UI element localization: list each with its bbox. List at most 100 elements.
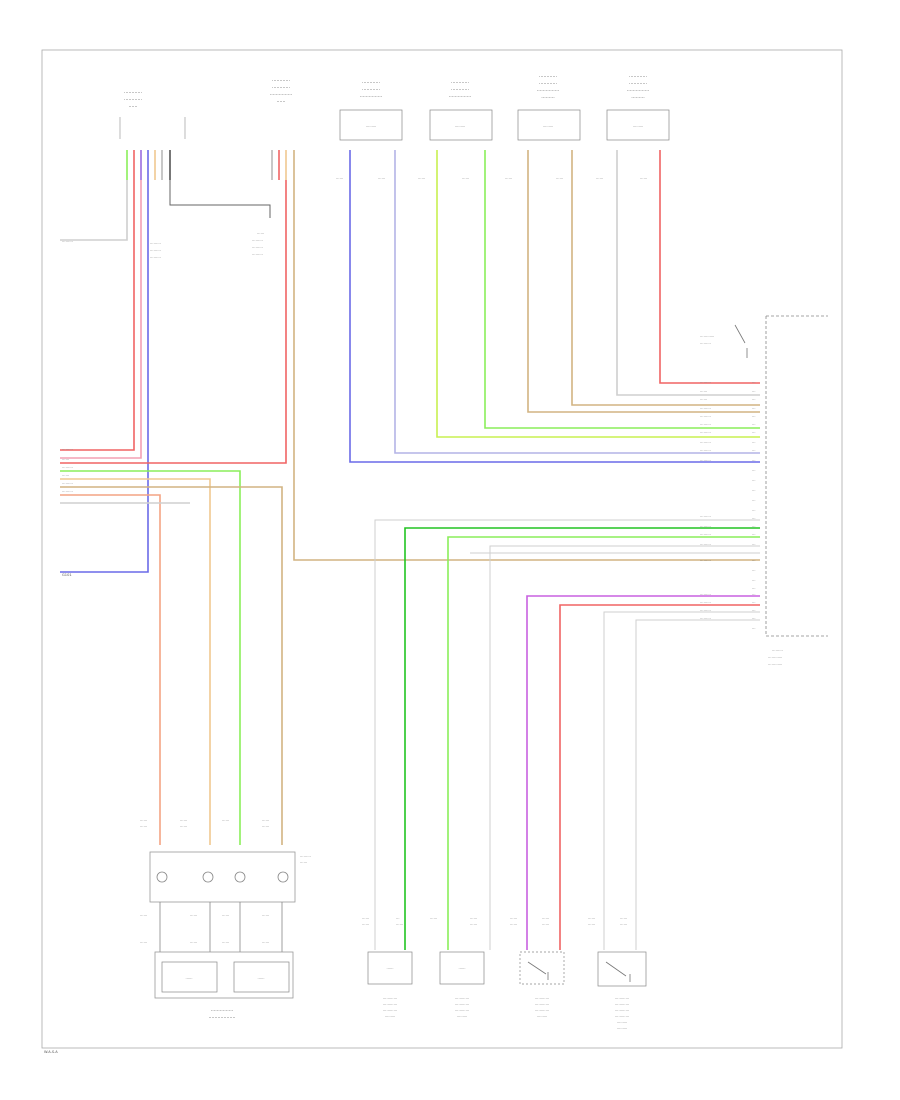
- svg-text:⋯⋯⋯⋯: ⋯⋯⋯⋯: [615, 1009, 630, 1013]
- svg-text:⋯⋯: ⋯⋯: [700, 398, 708, 402]
- svg-text:⋯⋯: ⋯⋯: [180, 825, 188, 829]
- svg-text:⋯⋯⋯⋯: ⋯⋯⋯⋯: [615, 1003, 630, 1007]
- svg-text:⋯⋯⋯⋯⋯: ⋯⋯⋯⋯⋯: [360, 95, 383, 100]
- svg-text:⋯: ⋯: [752, 449, 756, 453]
- svg-text:⋯⋯⋯: ⋯⋯⋯: [457, 1015, 468, 1019]
- svg-text:⋯⋯: ⋯⋯: [185, 977, 193, 981]
- svg-text:⋯⋯: ⋯⋯: [505, 177, 513, 181]
- sensor-top-3: ⋯⋯⋯⋯ ⋯⋯⋯⋯ ⋯⋯⋯⋯⋯ ⋯⋯⋯: [339, 81, 403, 141]
- sensor-top-5: ⋯⋯⋯⋯ ⋯⋯⋯⋯ ⋯⋯⋯⋯⋯ ⋯⋯⋯ ⋯⋯⋯: [517, 75, 581, 141]
- svg-text:⋯: ⋯: [752, 593, 756, 597]
- svg-text:⋯⋯⋯: ⋯⋯⋯: [541, 96, 555, 101]
- svg-text:⋯: ⋯: [752, 609, 756, 613]
- svg-text:⋯⋯: ⋯⋯: [430, 917, 438, 921]
- svg-text:⋯⋯⋯⋯⋯: ⋯⋯⋯⋯⋯: [627, 89, 650, 94]
- svg-text:⋯⋯⋯⋯: ⋯⋯⋯⋯: [272, 79, 290, 84]
- svg-text:⋯: ⋯: [752, 407, 756, 411]
- svg-text:⋯⋯⋯: ⋯⋯⋯: [700, 525, 711, 529]
- svg-text:⋯⋯⋯: ⋯⋯⋯: [62, 490, 73, 494]
- svg-text:⋯: ⋯: [752, 398, 756, 402]
- svg-text:⋯⋯⋯⋯: ⋯⋯⋯⋯: [272, 86, 290, 91]
- svg-text:⋯⋯: ⋯⋯: [222, 941, 230, 945]
- svg-text:⋯⋯⋯⋯: ⋯⋯⋯⋯: [455, 1003, 470, 1007]
- bottom-switch-1: ⋯⋯⋯⋯ ⋯⋯⋯⋯ ⋯⋯⋯⋯⋯⋯⋯⋯ ⋯⋯⋯⋯⋯⋯⋯: [510, 917, 565, 1019]
- svg-text:⋯⋯⋯: ⋯⋯⋯: [772, 649, 783, 653]
- svg-text:⋯⋯: ⋯⋯: [257, 977, 265, 981]
- svg-text:⋯⋯: ⋯⋯: [542, 923, 550, 927]
- svg-text:⋯⋯⋯: ⋯⋯⋯: [700, 533, 711, 537]
- svg-text:⋯⋯⋯: ⋯⋯⋯: [150, 256, 161, 260]
- svg-text:⋯⋯⋯: ⋯⋯⋯: [700, 515, 711, 519]
- svg-text:⋯⋯: ⋯⋯: [588, 923, 596, 927]
- svg-text:⋯⋯: ⋯⋯: [336, 177, 344, 181]
- pretensioner-assembly: ⋯⋯⋯⋯ ⋯⋯⋯⋯ ⋯⋯ ⋯⋯⋯⋯ ⋯⋯⋯⋯⋯ ⋯⋯⋯⋯ ⋯⋯⋯⋯ ⋯⋯⋯⋯ ⋯…: [140, 819, 311, 1021]
- svg-text:⋯⋯: ⋯⋯: [556, 177, 564, 181]
- svg-text:⋯: ⋯: [752, 459, 756, 463]
- svg-text:⋯⋯: ⋯⋯: [140, 825, 148, 829]
- svg-text:⋯⋯: ⋯⋯: [129, 105, 138, 110]
- svg-text:⋯: ⋯: [752, 543, 756, 547]
- svg-text:⋯: ⋯: [752, 559, 756, 563]
- svg-text:⋯⋯: ⋯⋯: [542, 917, 550, 921]
- svg-text:⋯⋯: ⋯⋯: [458, 967, 466, 971]
- svg-text:⋯: ⋯: [752, 441, 756, 445]
- svg-text:⋯: ⋯: [396, 917, 400, 921]
- svg-text:⋯⋯⋯⋯: ⋯⋯⋯⋯: [535, 1003, 550, 1007]
- svg-text:⋯: ⋯: [752, 423, 756, 427]
- svg-text:⋯⋯⋯⋯⋯: ⋯⋯⋯⋯⋯: [211, 1009, 234, 1014]
- svg-text:⋯: ⋯: [752, 587, 756, 591]
- bottom-sensor-2: ⋯⋯⋯⋯ ⋯⋯ ⋯⋯ ⋯⋯⋯⋯⋯⋯⋯⋯ ⋯⋯⋯⋯⋯⋯⋯: [430, 917, 485, 1019]
- svg-text:⋯⋯⋯⋯: ⋯⋯⋯⋯: [383, 1003, 398, 1007]
- svg-text:⋯⋯⋯⋯: ⋯⋯⋯⋯: [615, 1015, 630, 1019]
- svg-text:⋯⋯⋯⋯: ⋯⋯⋯⋯: [451, 88, 469, 93]
- svg-text:⋯⋯: ⋯⋯: [510, 917, 518, 921]
- sensor-top-4: ⋯⋯⋯⋯ ⋯⋯⋯⋯ ⋯⋯⋯⋯⋯ ⋯⋯⋯: [429, 81, 493, 141]
- svg-text:⋯⋯⋯⋯: ⋯⋯⋯⋯: [539, 75, 557, 80]
- svg-text:⋯⋯⋯⋯: ⋯⋯⋯⋯: [362, 81, 380, 86]
- ground-label: G101: [62, 573, 72, 577]
- svg-text:⋯⋯⋯: ⋯⋯⋯: [385, 1015, 396, 1019]
- svg-text:⋯⋯⋯: ⋯⋯⋯: [633, 125, 644, 129]
- svg-text:⋯⋯: ⋯⋯: [462, 177, 470, 181]
- svg-text:⋯⋯: ⋯⋯: [510, 923, 518, 927]
- connector-top-2: ⋯⋯⋯⋯ ⋯⋯⋯⋯ ⋯⋯⋯⋯⋯ ⋯⋯: [270, 79, 293, 105]
- svg-text:⋯⋯⋯: ⋯⋯⋯: [150, 249, 161, 253]
- svg-text:⋯⋯: ⋯⋯: [396, 923, 404, 927]
- svg-text:⋯: ⋯: [752, 489, 756, 493]
- svg-text:⋯⋯: ⋯⋯: [262, 941, 270, 945]
- svg-text:⋯⋯⋯: ⋯⋯⋯: [252, 239, 263, 243]
- svg-text:⋯⋯⋯: ⋯⋯⋯: [700, 381, 711, 385]
- module-switch-icon: ⋯⋯⋯⋯ ⋯⋯⋯: [700, 324, 748, 358]
- svg-text:⋯⋯: ⋯⋯: [140, 914, 148, 918]
- svg-text:⋯: ⋯: [752, 579, 756, 583]
- svg-text:⋯⋯⋯: ⋯⋯⋯: [700, 415, 711, 419]
- svg-text:⋯⋯⋯: ⋯⋯⋯: [700, 342, 711, 346]
- svg-text:⋯⋯: ⋯⋯: [620, 917, 628, 921]
- svg-text:⋯⋯: ⋯⋯: [222, 819, 230, 823]
- svg-text:⋯⋯⋯: ⋯⋯⋯: [543, 125, 554, 129]
- svg-text:⋯⋯: ⋯⋯: [190, 914, 198, 918]
- svg-text:⋯⋯⋯: ⋯⋯⋯: [700, 593, 711, 597]
- svg-text:⋯⋯⋯⋯⋯: ⋯⋯⋯⋯⋯: [449, 95, 472, 100]
- svg-text:⋯⋯⋯: ⋯⋯⋯: [62, 240, 73, 244]
- svg-text:⋯⋯⋯: ⋯⋯⋯: [700, 449, 711, 453]
- svg-text:⋯⋯: ⋯⋯: [190, 941, 198, 945]
- svg-text:⋯⋯: ⋯⋯: [140, 819, 148, 823]
- svg-text:⋯⋯: ⋯⋯: [180, 819, 188, 823]
- svg-text:⋯: ⋯: [752, 617, 756, 621]
- svg-text:⋯⋯⋯⋯: ⋯⋯⋯⋯: [768, 656, 783, 660]
- top-wire-labels: ⋯⋯⋯⋯ ⋯⋯⋯⋯ ⋯⋯⋯⋯ ⋯⋯⋯⋯: [336, 177, 648, 181]
- svg-text:⋯⋯: ⋯⋯: [140, 941, 148, 945]
- svg-text:⋯⋯: ⋯⋯: [620, 923, 628, 927]
- bottom-switch-2: ⋯⋯⋯⋯ ⋯⋯⋯⋯ ⋯⋯⋯⋯⋯⋯⋯⋯ ⋯⋯⋯⋯⋯⋯⋯⋯ ⋯⋯⋯⋯⋯⋯: [588, 917, 647, 1031]
- svg-text:⋯⋯⋯: ⋯⋯⋯: [252, 253, 263, 257]
- svg-text:⋯⋯⋯⋯: ⋯⋯⋯⋯: [615, 997, 630, 1001]
- svg-text:⋯⋯: ⋯⋯: [378, 177, 386, 181]
- svg-text:⋯⋯⋯: ⋯⋯⋯: [455, 125, 466, 129]
- svg-text:⋯⋯⋯: ⋯⋯⋯: [150, 242, 161, 246]
- svg-text:⋯: ⋯: [752, 381, 756, 385]
- svg-text:⋯⋯⋯: ⋯⋯⋯: [631, 96, 645, 101]
- svg-text:⋯⋯⋯⋯: ⋯⋯⋯⋯: [768, 663, 783, 667]
- svg-text:⋯⋯: ⋯⋯: [277, 100, 286, 105]
- wires-right-group: [349, 150, 760, 463]
